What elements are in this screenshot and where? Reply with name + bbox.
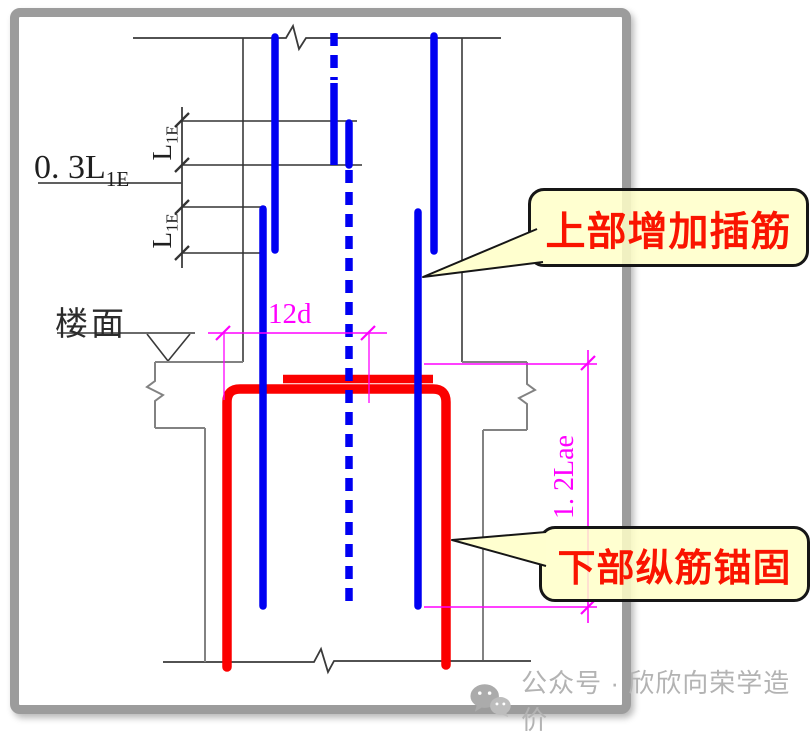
callout-lower-text: 下部纵筋锚固	[557, 547, 792, 590]
callout-upper-dowel: 上部增加插筋	[528, 188, 809, 267]
drawing-frame	[10, 8, 631, 714]
wechat-icon	[470, 684, 511, 718]
lap-offset-subscript: 1E	[105, 166, 130, 191]
lap-offset-value: 0. 3L	[34, 149, 106, 186]
callout-upper-text: 上部增加插筋	[545, 209, 792, 254]
bend-length-label: 12d	[268, 298, 312, 330]
floor-surface-label: 楼面	[55, 305, 127, 342]
watermark-text: 公众号 · 欣欣向荣学造价	[521, 668, 791, 735]
lap-lower-dimension-label: L1E	[147, 213, 182, 249]
lap-upper-dimension-label: L1E	[147, 125, 182, 161]
watermark: 公众号 · 欣欣向荣学造价	[468, 663, 812, 737]
callout-lower-anchorage: 下部纵筋锚固	[539, 526, 810, 602]
lap-offset-dimension-label: 0. 3L1E	[34, 149, 129, 192]
